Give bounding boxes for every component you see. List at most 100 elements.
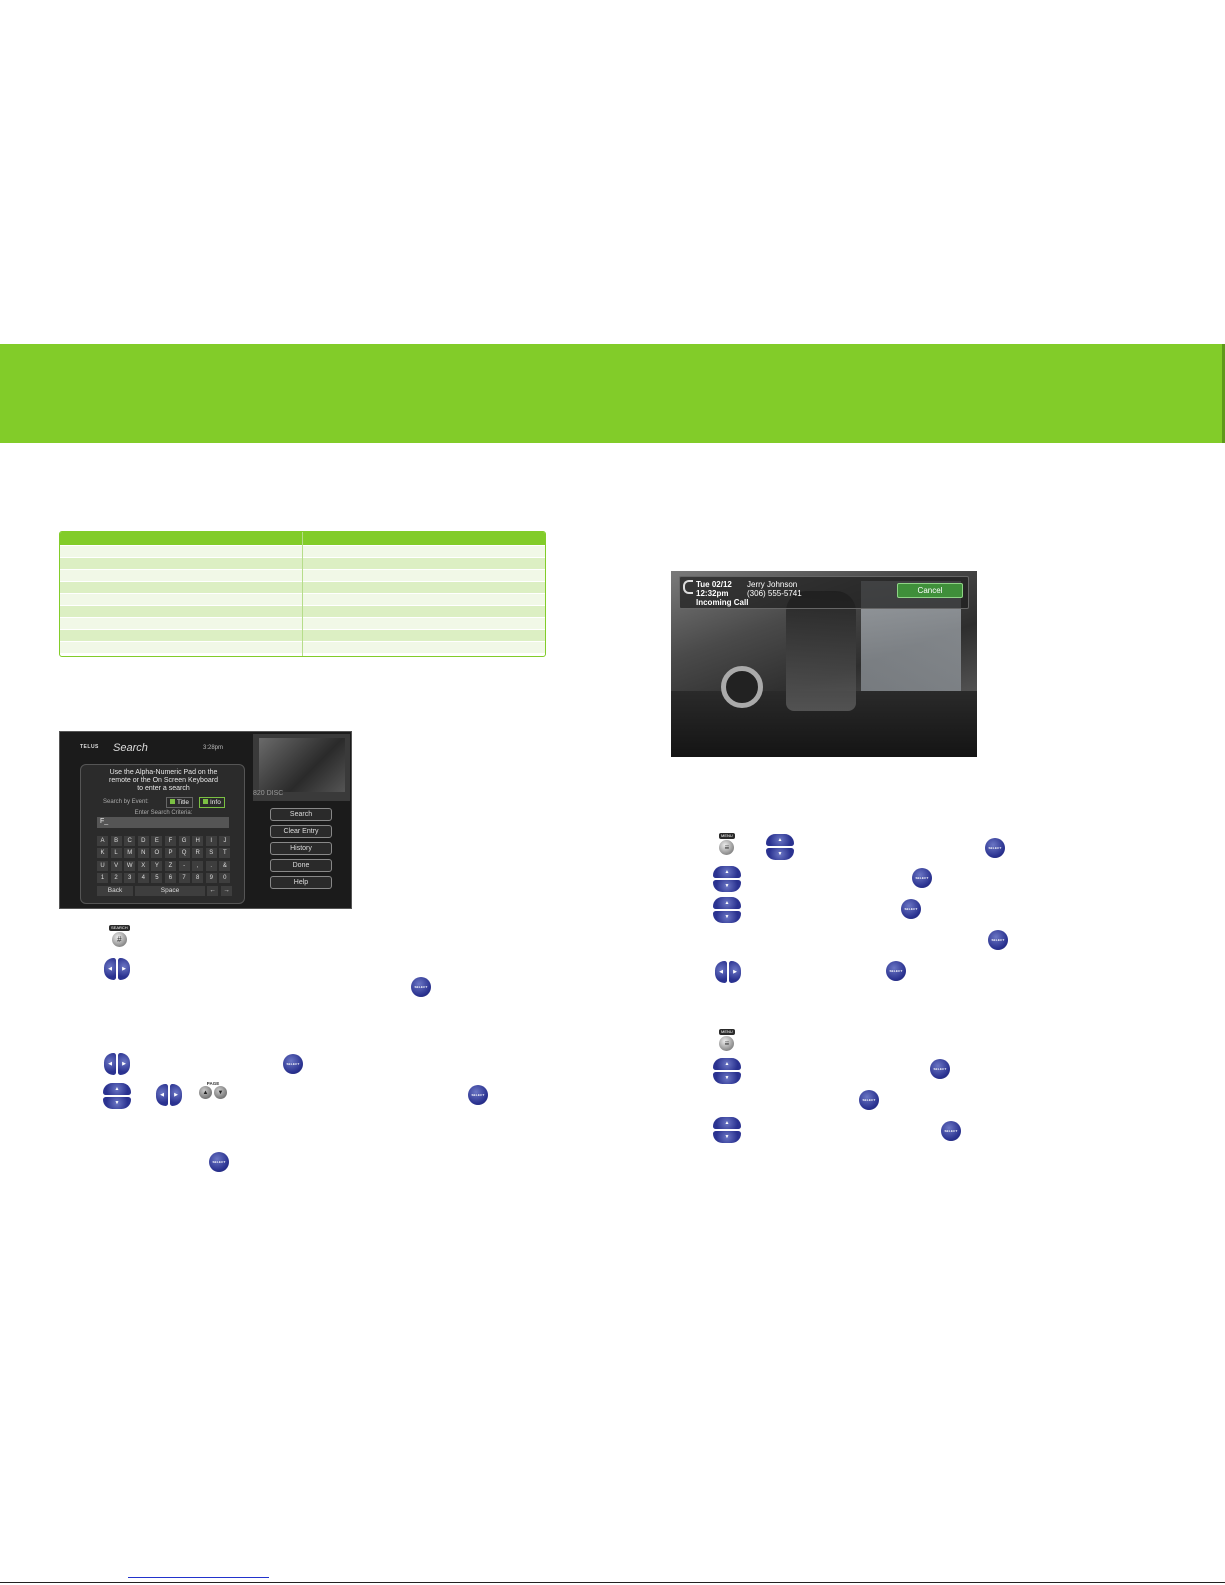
up-down-arrow-icon: ▲▼ xyxy=(713,866,741,892)
clear-entry-button[interactable]: Clear Entry xyxy=(270,825,332,838)
left-arrow-icon: ◀ xyxy=(715,961,727,983)
option-title[interactable]: Title xyxy=(166,797,194,808)
keyboard-key[interactable]: 3 xyxy=(124,873,136,884)
keyboard-key[interactable]: W xyxy=(124,860,136,871)
select-button-icon: SELECT xyxy=(985,838,1005,858)
search-panel: Use the Alpha-Numeric Pad on the remote … xyxy=(80,764,245,904)
instruction-line: Use the Alpha-Numeric Pad on the xyxy=(109,769,218,776)
up-down-arrow-icon: ▲▼ xyxy=(766,834,794,860)
right-arrow-icon: ▶ xyxy=(118,958,130,980)
keyboard-key[interactable]: G xyxy=(178,836,190,846)
option-info[interactable]: Info xyxy=(199,797,225,808)
history-button[interactable]: History xyxy=(270,842,332,855)
keyboard-key[interactable]: 9 xyxy=(205,873,217,884)
menu-remote-button: MENU ≡ xyxy=(719,833,735,855)
search-instructions: Use the Alpha-Numeric Pad on the remote … xyxy=(81,769,246,793)
keyboard-key[interactable]: 7 xyxy=(178,873,190,884)
instruction-line: to enter a search xyxy=(137,785,190,792)
left-arrow-icon: ◀ xyxy=(104,1053,116,1075)
keyboard-key[interactable]: 1 xyxy=(97,873,108,884)
keyboard-key[interactable]: 6 xyxy=(164,873,176,884)
right-arrow-icon: ▶ xyxy=(170,1084,182,1106)
left-arrow-icon: ◀ xyxy=(156,1084,168,1106)
search-input[interactable]: F_ xyxy=(97,817,229,828)
keyboard-key[interactable]: 5 xyxy=(151,873,163,884)
criteria-label: Enter Search Criteria: xyxy=(134,810,193,816)
keyboard-key[interactable]: - xyxy=(178,860,190,871)
keyboard-key[interactable]: Z xyxy=(164,860,176,871)
keyboard-key[interactable]: 4 xyxy=(137,873,149,884)
done-button[interactable]: Done xyxy=(270,859,332,872)
keyboard-key[interactable]: 2 xyxy=(110,873,122,884)
down-arrow-icon: ▼ xyxy=(713,1131,741,1143)
incoming-call-screen: Tue 02/12 12:32pm Incoming Call Jerry Jo… xyxy=(671,571,977,757)
background-machine xyxy=(721,666,763,708)
keyboard-key[interactable]: & xyxy=(219,860,231,871)
reference-table xyxy=(59,531,546,657)
pound-icon: # xyxy=(111,932,127,947)
keyboard-key[interactable]: V xyxy=(110,860,122,871)
select-button-icon: SELECT xyxy=(209,1152,229,1172)
keyboard-key[interactable]: C xyxy=(124,836,136,846)
option-title-label: Title xyxy=(177,799,190,806)
keyboard-key[interactable]: T xyxy=(219,848,231,859)
right-arrow-key[interactable]: → xyxy=(221,886,232,896)
caller-info: Jerry Johnson (306) 555-5741 xyxy=(747,580,802,598)
page-down-icon: ▼ xyxy=(214,1086,227,1099)
select-button-icon: SELECT xyxy=(886,961,906,981)
up-down-arrow-icon: ▲▼ xyxy=(713,1117,741,1143)
caller-number: (306) 555-5741 xyxy=(747,589,802,598)
checkbox-icon xyxy=(203,799,208,804)
up-down-arrow-icon: ▲▼ xyxy=(713,1058,741,1084)
keyboard-bottom-row: Back Space ← → xyxy=(97,886,233,896)
keyboard-key[interactable]: Q xyxy=(178,848,190,859)
space-key[interactable]: Space xyxy=(135,886,205,896)
up-arrow-icon: ▲ xyxy=(713,897,741,909)
keyboard-key[interactable]: I xyxy=(205,836,217,846)
search-button[interactable]: Search xyxy=(270,808,332,821)
keyboard-key[interactable]: E xyxy=(151,836,163,846)
back-key[interactable]: Back xyxy=(97,886,133,896)
footer-rule xyxy=(0,1582,1225,1583)
instruction-line: remote or the On Screen Keyboard xyxy=(109,777,218,784)
caller-id-bar: Tue 02/12 12:32pm Incoming Call Jerry Jo… xyxy=(679,576,969,609)
keyboard-key[interactable]: R xyxy=(192,848,204,859)
help-button[interactable]: Help xyxy=(270,876,332,889)
keyboard-key[interactable]: U xyxy=(97,860,108,871)
right-arrow-icon: ▶ xyxy=(729,961,741,983)
call-status: Incoming Call xyxy=(696,598,749,607)
keyboard-key[interactable]: S xyxy=(205,848,217,859)
up-arrow-icon: ▲ xyxy=(713,1117,741,1129)
keyboard-key[interactable]: J xyxy=(219,836,231,846)
keyboard-key[interactable]: M xyxy=(124,848,136,859)
keyboard-key[interactable]: D xyxy=(137,836,149,846)
footer-link[interactable] xyxy=(128,1577,269,1578)
search-remote-button: SEARCH # xyxy=(109,925,130,947)
screen-title: Search xyxy=(113,742,148,754)
keyboard-key[interactable]: O xyxy=(151,848,163,859)
keyboard-key[interactable]: L xyxy=(110,848,122,859)
call-time: 12:32pm xyxy=(696,589,729,598)
left-arrow-key[interactable]: ← xyxy=(207,886,218,896)
keyboard-key[interactable]: , xyxy=(192,860,204,871)
up-down-arrow-icon: ▲▼ xyxy=(713,897,741,923)
keyboard-key[interactable]: B xyxy=(110,836,122,846)
call-date: Tue 02/12 xyxy=(696,580,732,589)
keyboard-key[interactable]: . xyxy=(205,860,217,871)
keyboard-key[interactable]: Y xyxy=(151,860,163,871)
keyboard-key[interactable]: N xyxy=(137,848,149,859)
keyboard-key[interactable]: P xyxy=(164,848,176,859)
cancel-button[interactable]: Cancel xyxy=(897,583,963,598)
keyboard-key[interactable]: A xyxy=(97,836,108,846)
keyboard-key[interactable]: H xyxy=(192,836,204,846)
keyboard-key[interactable]: 0 xyxy=(219,873,231,884)
left-right-arrow-icon: ◀▶ xyxy=(715,961,741,983)
search-screen: TELUS Search 3:28pm 820 DISC Use the Alp… xyxy=(59,731,352,909)
page-tag: PAGE xyxy=(206,1081,220,1086)
keyboard-key[interactable]: 8 xyxy=(192,873,204,884)
keyboard-key[interactable]: K xyxy=(97,848,108,859)
option-info-label: Info xyxy=(210,799,221,806)
phone-icon xyxy=(683,580,693,594)
keyboard-key[interactable]: F xyxy=(164,836,176,846)
keyboard-key[interactable]: X xyxy=(137,860,149,871)
